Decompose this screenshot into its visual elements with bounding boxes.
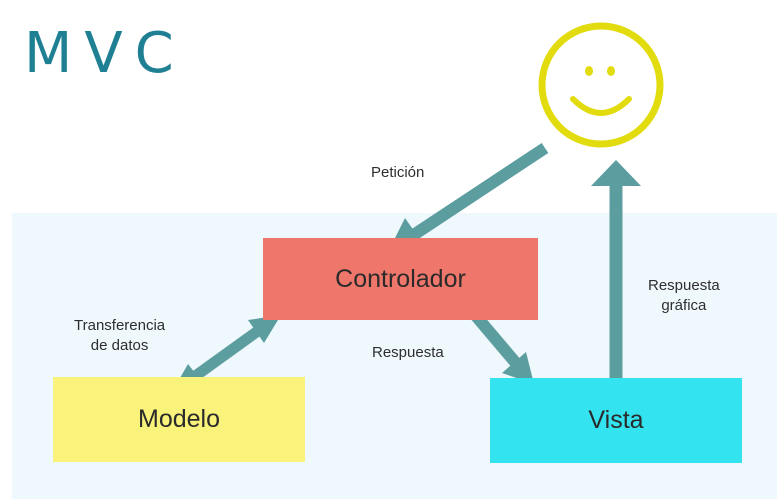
data-transfer-label: Transferencia de datos	[74, 316, 165, 357]
smiley-face-icon	[538, 22, 664, 148]
graphic-response-label: Respuesta gráfica	[648, 276, 720, 317]
graphic-response-arrow	[591, 160, 641, 390]
view-node: Vista	[490, 378, 742, 463]
response-arrow	[471, 312, 534, 384]
data-transfer-label-line-1: Transferencia	[74, 317, 166, 334]
model-label: Modelo	[138, 405, 220, 433]
controller-node: Controlador	[263, 238, 538, 320]
response-label: Respuesta	[372, 344, 444, 361]
graphic-response-label-line-2: gráfica	[661, 297, 707, 315]
controller-label: Controlador	[335, 264, 466, 293]
model-node: Modelo	[53, 377, 305, 462]
view-label: Vista	[588, 406, 644, 434]
data-transfer-label-line-2: de datos	[90, 337, 149, 355]
request-label: Petición	[371, 164, 425, 181]
graphic-response-label-line-1: Respuesta	[648, 277, 720, 294]
page-title: MVC	[24, 21, 186, 86]
